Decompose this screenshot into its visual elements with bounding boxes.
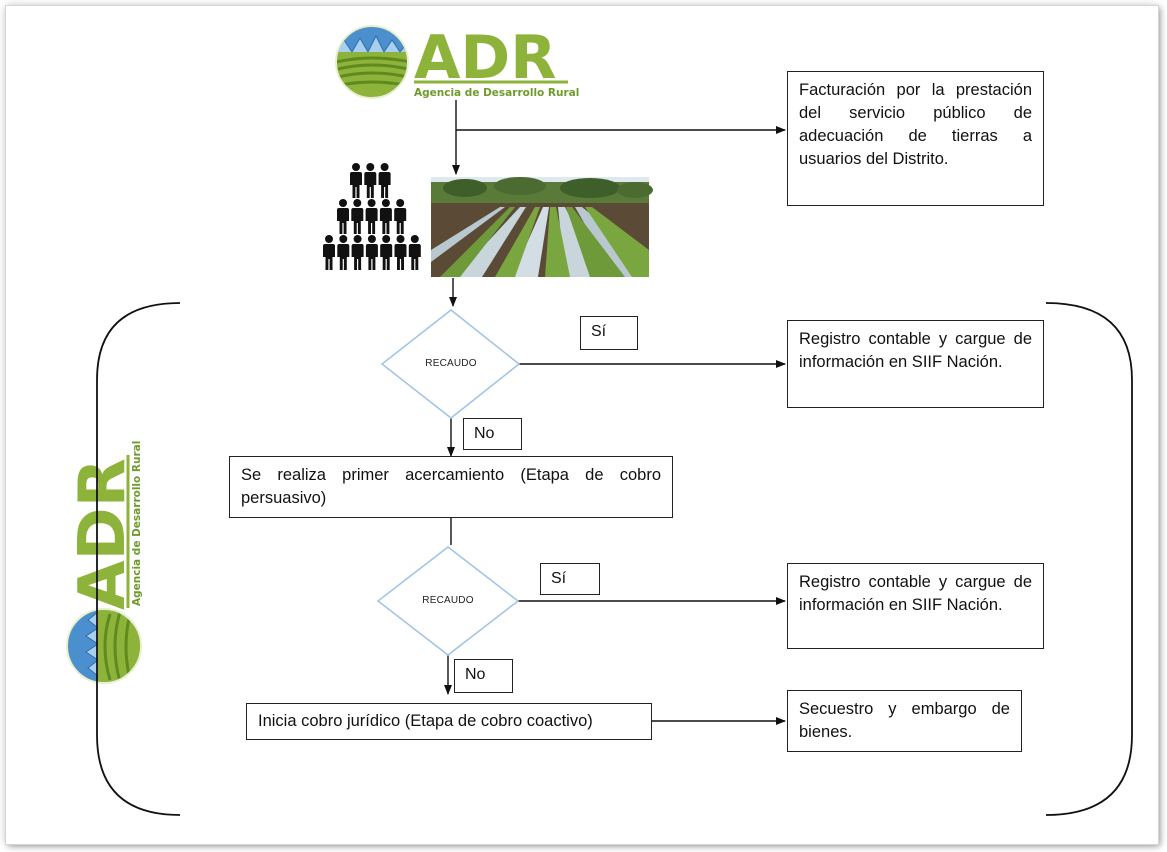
person-figure-head [367,235,376,243]
no-label-1: No [463,418,522,450]
person-figure-head [339,199,347,207]
decision-2-label: RECAUDO [422,595,474,606]
person-figure-body [351,208,364,234]
no-label-2: No [454,659,513,693]
yes-label-2: Sí [540,563,600,595]
decision-diamond-2 [376,546,520,656]
users-group-icon [323,163,421,270]
person-figure-head [381,199,390,207]
person-figure-head [367,199,376,207]
person-figure-head [380,163,389,171]
person-figure-body [337,208,349,234]
person-figure-body [394,208,407,234]
person-figure-head [382,235,391,243]
adr-logo-subtitle: Agencia de Desarrollo Rural [414,87,579,99]
person-figure-body [394,244,407,270]
coercive-collection-box: Inicia cobro jurídico (Etapa de cobro co… [246,703,652,740]
left-bracket [96,302,181,816]
person-figure-body [323,244,335,270]
person-figure-body [408,244,421,270]
right-bracket [1045,302,1133,816]
person-figure-body [378,172,391,198]
irrigated-field-photo [431,177,653,277]
person-figure-body [380,244,393,270]
register-box-2: Registro contable y cargue de informació… [787,563,1044,649]
person-figure-head [410,235,419,243]
person-figure-body [337,244,350,270]
person-figure-body [365,208,378,234]
person-figure-head [339,235,348,243]
person-figure-head [396,199,405,207]
decision-1-label: RECAUDO [425,358,477,369]
person-figure-body [365,244,378,270]
person-figure-head [396,235,405,243]
person-figure-head [366,163,375,171]
person-figure-head [353,199,362,207]
persuasive-collection-box: Se realiza primer acercamiento (Etapa de… [229,456,673,518]
person-figure-head [353,235,362,243]
billing-box: Facturación por la prestación del servic… [787,71,1044,206]
person-figure-body [379,208,392,234]
person-figure-body [350,172,362,198]
svg-text:Agencia de Desarrollo Rural: Agencia de Desarrollo Rural [131,441,143,606]
yes-label-1: Sí [580,316,638,350]
register-box-1: Registro contable y cargue de informació… [787,320,1044,408]
seizure-box: Secuestro y embargo de bienes. [787,690,1022,752]
person-figure-body [351,244,364,270]
person-figure-body [364,172,377,198]
decision-diamond-1 [380,309,521,419]
person-figure-head [325,235,333,243]
adr-logo-top: ADR Agencia de Desarrollo Rural [335,23,579,99]
adr-logo-side: ADR Agencia de Desarrollo Rural [66,441,143,684]
person-figure-head [352,163,360,171]
